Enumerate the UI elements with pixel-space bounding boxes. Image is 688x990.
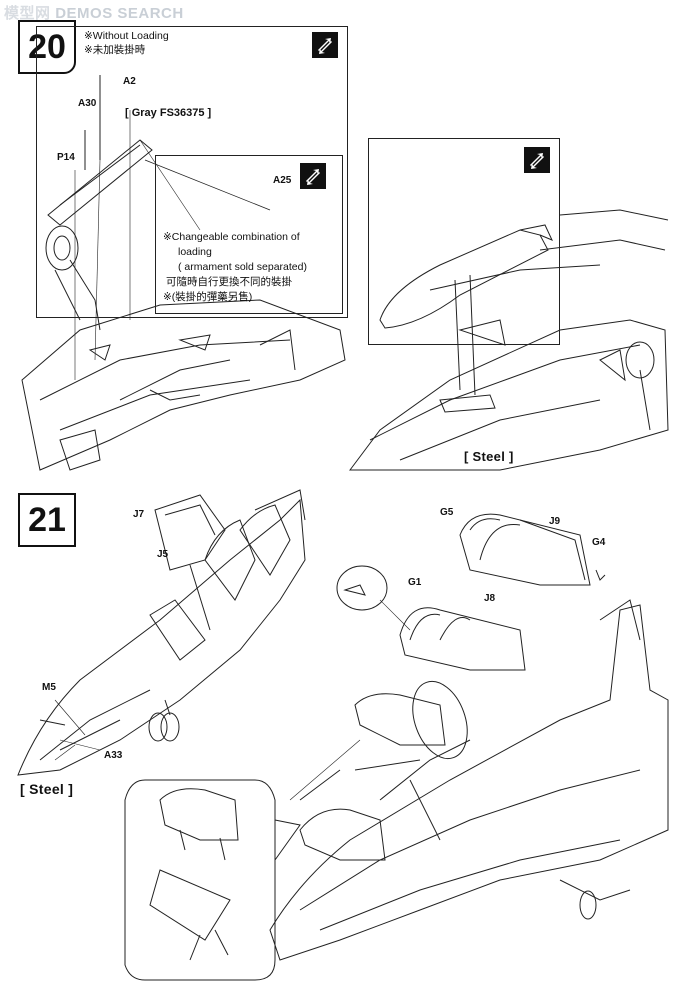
note-line-3: ( armament sold separated)	[178, 261, 307, 273]
step-20-number-text: 20	[28, 28, 66, 66]
watermark-logo: 模型网	[4, 5, 51, 22]
step-20-number: 20	[18, 20, 76, 74]
steel-label-step-20: [ Steel ]	[462, 449, 516, 464]
part-label-g5: G5	[440, 507, 454, 518]
note-line-2: loading	[178, 246, 212, 258]
watermark-text: SEARCH	[117, 5, 184, 22]
part-label-g4: G4	[592, 537, 606, 548]
without-loading-en: ※Without Loading	[84, 30, 169, 42]
part-label-j8: J8	[484, 593, 496, 604]
note-line-1: ※Changeable combination of	[163, 231, 300, 243]
part-label-a25: A25	[273, 175, 292, 186]
part-label-j5: J5	[157, 549, 169, 560]
part-label-j9: J9	[549, 516, 561, 527]
step-20-inner-callout	[155, 155, 343, 314]
without-loading-zh: ※未加裝掛時	[84, 44, 146, 56]
part-label-g1: G1	[408, 577, 422, 588]
step-20-right-callout	[368, 138, 560, 345]
note-line-5: ※(裝掛的彈藥另售)	[163, 291, 253, 303]
part-label-j7: J7	[133, 509, 145, 520]
part-label-p14: P14	[57, 152, 75, 163]
flip-arrows-icon-3	[524, 147, 550, 173]
flip-arrows-icon	[312, 32, 338, 58]
watermark: 模型网 DEMOS SEARCH	[4, 2, 184, 23]
part-label-a33: A33	[104, 750, 123, 761]
step-21-number: 21	[18, 493, 76, 547]
step-21-number-text: 21	[28, 501, 66, 539]
step-20-callout-box	[36, 26, 348, 318]
watermark-prefix: DEMOS	[55, 5, 113, 22]
paint-note-gray: [ Gray FS36375 ]	[125, 107, 212, 119]
part-label-a30: A30	[78, 98, 97, 109]
flip-arrows-icon-2	[300, 163, 326, 189]
note-line-4: 可隨時自行更換不同的裝掛	[166, 276, 292, 288]
steel-label-step-21: [ Steel ]	[18, 781, 76, 797]
part-label-a2: A2	[123, 76, 136, 87]
part-label-m5: M5	[42, 682, 56, 693]
